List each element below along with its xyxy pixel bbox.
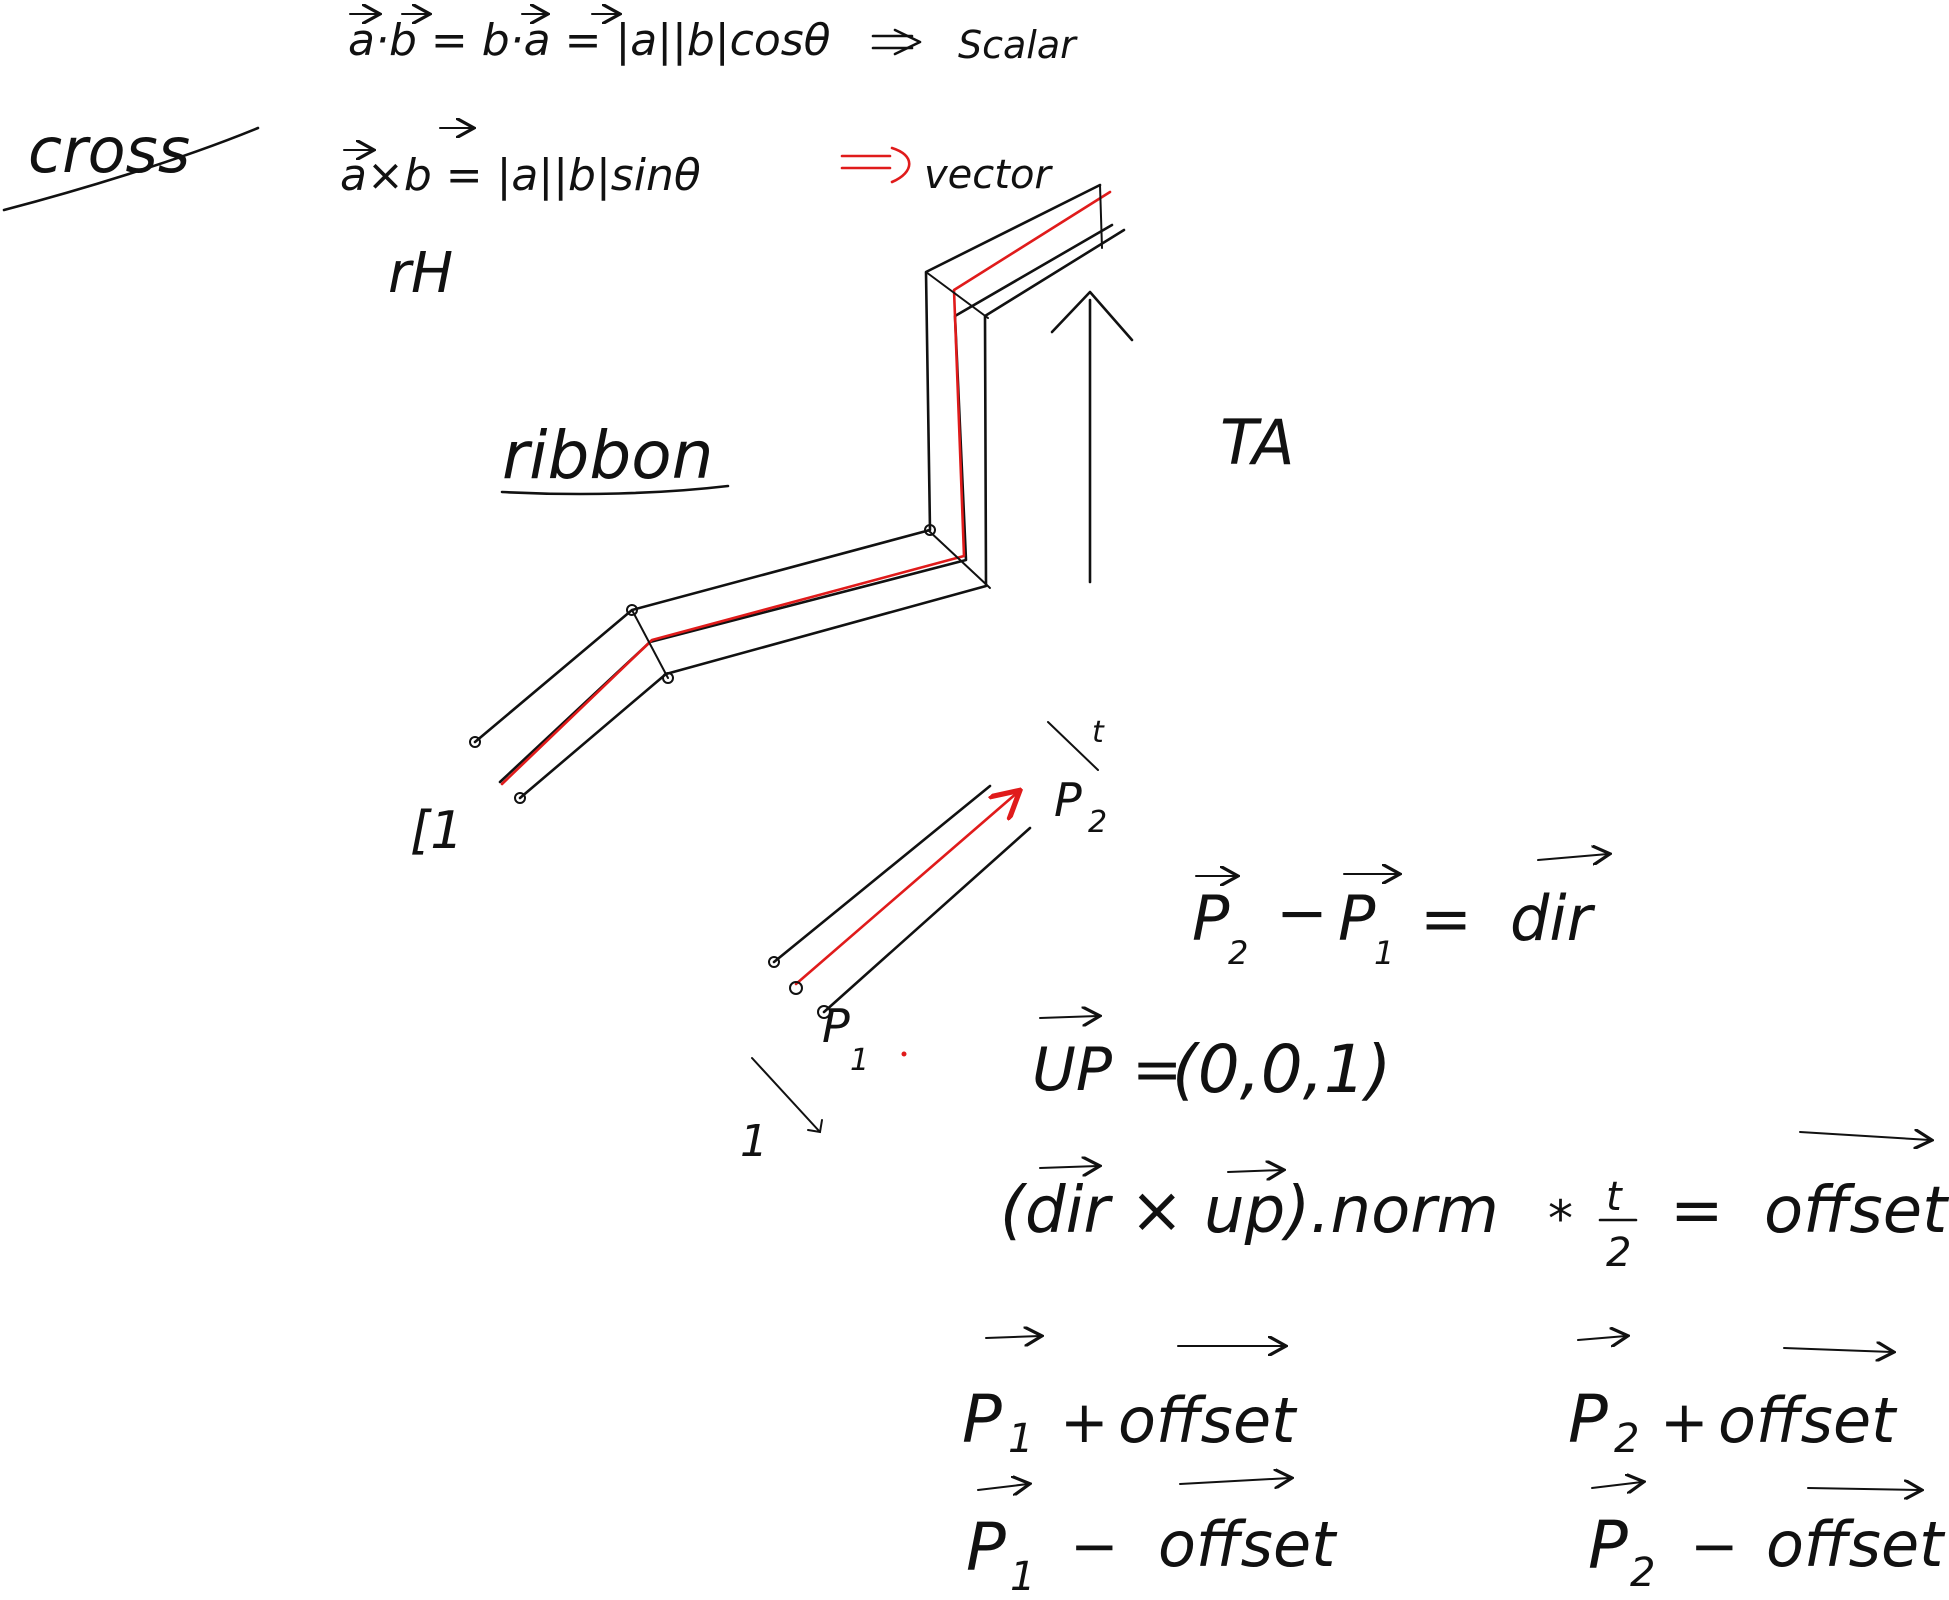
dot-formula: a·b = b·a = |a||b|cosθ <box>348 15 831 66</box>
corner-2-sub: 1 <box>1010 1554 1035 1600</box>
ribbon-polyline <box>469 183 1126 804</box>
cross-product-note: a×b = |a||b|sinθ vector <box>340 128 1053 201</box>
width-label-bottom: 1 <box>740 1116 768 1167</box>
dir-eq-p2-sub: 2 <box>1228 934 1248 972</box>
cross-underline <box>2 126 260 212</box>
dir-eq-p2: P <box>1192 882 1230 955</box>
corner-p1-minus: P 1 − offset <box>966 1478 1338 1600</box>
ta-label: TA <box>1220 406 1295 479</box>
up-eq-equals: = <box>1132 1035 1182 1105</box>
corner-p2-minus: P 2 − offset <box>1588 1482 1946 1596</box>
corner-3-op: − <box>1690 1512 1739 1580</box>
p2-label: P <box>1054 773 1082 827</box>
up-eq-rhs: (0,0,1) <box>1172 1031 1391 1108</box>
corner-0-term: offset <box>1118 1384 1298 1457</box>
corner-1-p: P <box>1568 1381 1608 1458</box>
dir-eq-p1-sub: 1 <box>1374 934 1394 972</box>
rh-label: rH <box>388 241 453 306</box>
offset-eq-lhs: (dir × up).norm <box>1000 1174 1499 1248</box>
corner-0-p: P <box>962 1381 1002 1458</box>
corner-3-p: P <box>1588 1507 1628 1584</box>
ribbon-underline <box>500 484 730 496</box>
implies-arrow-icon <box>893 28 922 56</box>
ribbon-centerline <box>500 190 1112 786</box>
dir-eq-p1: P <box>1338 882 1376 955</box>
direction-red-arrow-icon <box>794 792 1018 986</box>
corner-3-sub: 2 <box>1630 1550 1655 1596</box>
implies-red-arrow-icon <box>890 146 911 184</box>
dir-eq-rhs: dir <box>1510 882 1596 955</box>
offset-eq-equals: = <box>1670 1174 1724 1248</box>
offset-eq-frac-den: 2 <box>1606 1230 1631 1276</box>
cross-heading-group: cross <box>2 114 260 212</box>
corner-0-op: + <box>1060 1388 1109 1456</box>
corner-0-sub: 1 <box>1008 1416 1033 1462</box>
corner-2-p: P <box>966 1509 1006 1586</box>
dir-equation: P 2 − P 1 = dir <box>1192 854 1608 972</box>
dot-product-note: a·b = b·a = |a||b|cosθ Scalar <box>348 14 1078 67</box>
cross-result-label: vector <box>924 152 1053 198</box>
ribbon-heading-group: ribbon <box>500 417 730 496</box>
bracket-label-group: [1 <box>410 801 463 861</box>
cross-heading: cross <box>28 114 190 187</box>
offset-eq-frac-num: t <box>1606 1174 1623 1220</box>
p1-sub: 1 <box>850 1043 869 1078</box>
up-equation: UP = (0,0,1) <box>1032 1016 1391 1108</box>
offset-equation: (dir × up).norm * t 2 = offset <box>1000 1132 1949 1276</box>
cross-formula: a×b = |a||b|sinθ <box>340 150 701 201</box>
offset-eq-mult: * <box>1548 1190 1573 1248</box>
dir-eq-equals: = <box>1420 882 1472 955</box>
ribbon-heading: ribbon <box>502 417 713 494</box>
up-eq-lhs: UP <box>1032 1035 1113 1105</box>
corner-p2-plus: P 2 + offset <box>1568 1336 1898 1462</box>
dir-eq-minus: − <box>1276 876 1328 949</box>
corner-1-term: offset <box>1718 1384 1898 1457</box>
width-label-top: t <box>1092 715 1105 750</box>
corner-1-op: + <box>1660 1388 1709 1456</box>
ta-arrow-group: TA <box>1050 290 1295 584</box>
corner-p1-plus: P 1 + offset <box>962 1336 1298 1462</box>
bracket-label: [1 <box>410 801 463 861</box>
offset-eq-rhs: offset <box>1764 1174 1949 1248</box>
p2-sub: 2 <box>1088 805 1107 840</box>
corner-2-term: offset <box>1158 1508 1338 1581</box>
p1-label: P <box>822 999 850 1053</box>
corner-2-op: − <box>1070 1512 1119 1580</box>
corner-3-term: offset <box>1766 1508 1946 1581</box>
segment-diagram: t 1 P 2 P 1 <box>740 715 1107 1167</box>
corner-1-sub: 2 <box>1614 1416 1639 1462</box>
dot-result-label: Scalar <box>958 23 1078 67</box>
